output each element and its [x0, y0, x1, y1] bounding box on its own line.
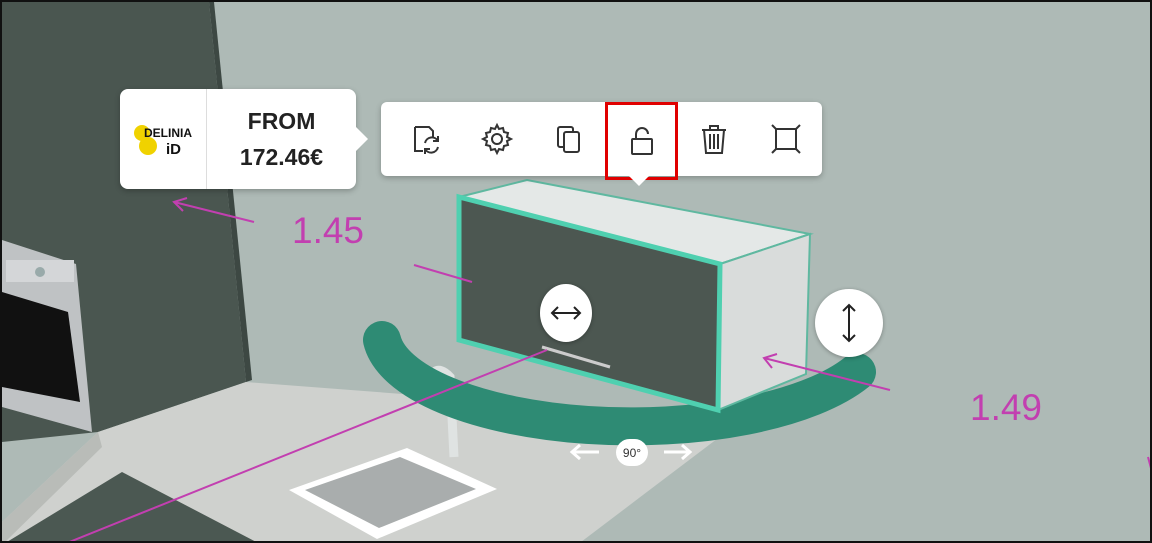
- price-prefix: FROM: [247, 108, 316, 134]
- dimension-right-label: 1.49: [970, 387, 1043, 428]
- trash-icon: [701, 125, 726, 154]
- move-vertical-handle[interactable]: [815, 289, 883, 357]
- unlock-icon: [630, 127, 653, 155]
- resize-frame-icon: [771, 124, 801, 154]
- replace-icon: [414, 126, 440, 154]
- gear-icon: [480, 122, 514, 156]
- brand-logo: DELINIA iD: [120, 89, 207, 189]
- duplicate-button[interactable]: [533, 102, 605, 176]
- settings-button[interactable]: [461, 102, 533, 176]
- rotation-angle-button[interactable]: 90°: [616, 439, 648, 466]
- price-value: 172.46€: [239, 144, 324, 170]
- object-toolbar: [381, 102, 822, 186]
- svg-text:DELINIA: DELINIA: [144, 126, 192, 140]
- price-block: FROM 172.46€: [207, 103, 356, 175]
- double-arrow-horizontal-icon: [550, 306, 582, 320]
- double-arrow-vertical-icon: [842, 303, 856, 343]
- replace-button[interactable]: [389, 102, 461, 176]
- copy-icon: [557, 126, 581, 153]
- dimension-left-label: 1.45: [292, 210, 365, 251]
- delete-button[interactable]: [678, 102, 750, 176]
- lock-button[interactable]: [605, 102, 678, 180]
- move-horizontal-handle[interactable]: [540, 284, 592, 342]
- product-price-card[interactable]: DELINIA iD FROM 172.46€: [120, 89, 368, 189]
- dimensions-button[interactable]: [750, 102, 822, 176]
- svg-text:iD: iD: [166, 141, 181, 158]
